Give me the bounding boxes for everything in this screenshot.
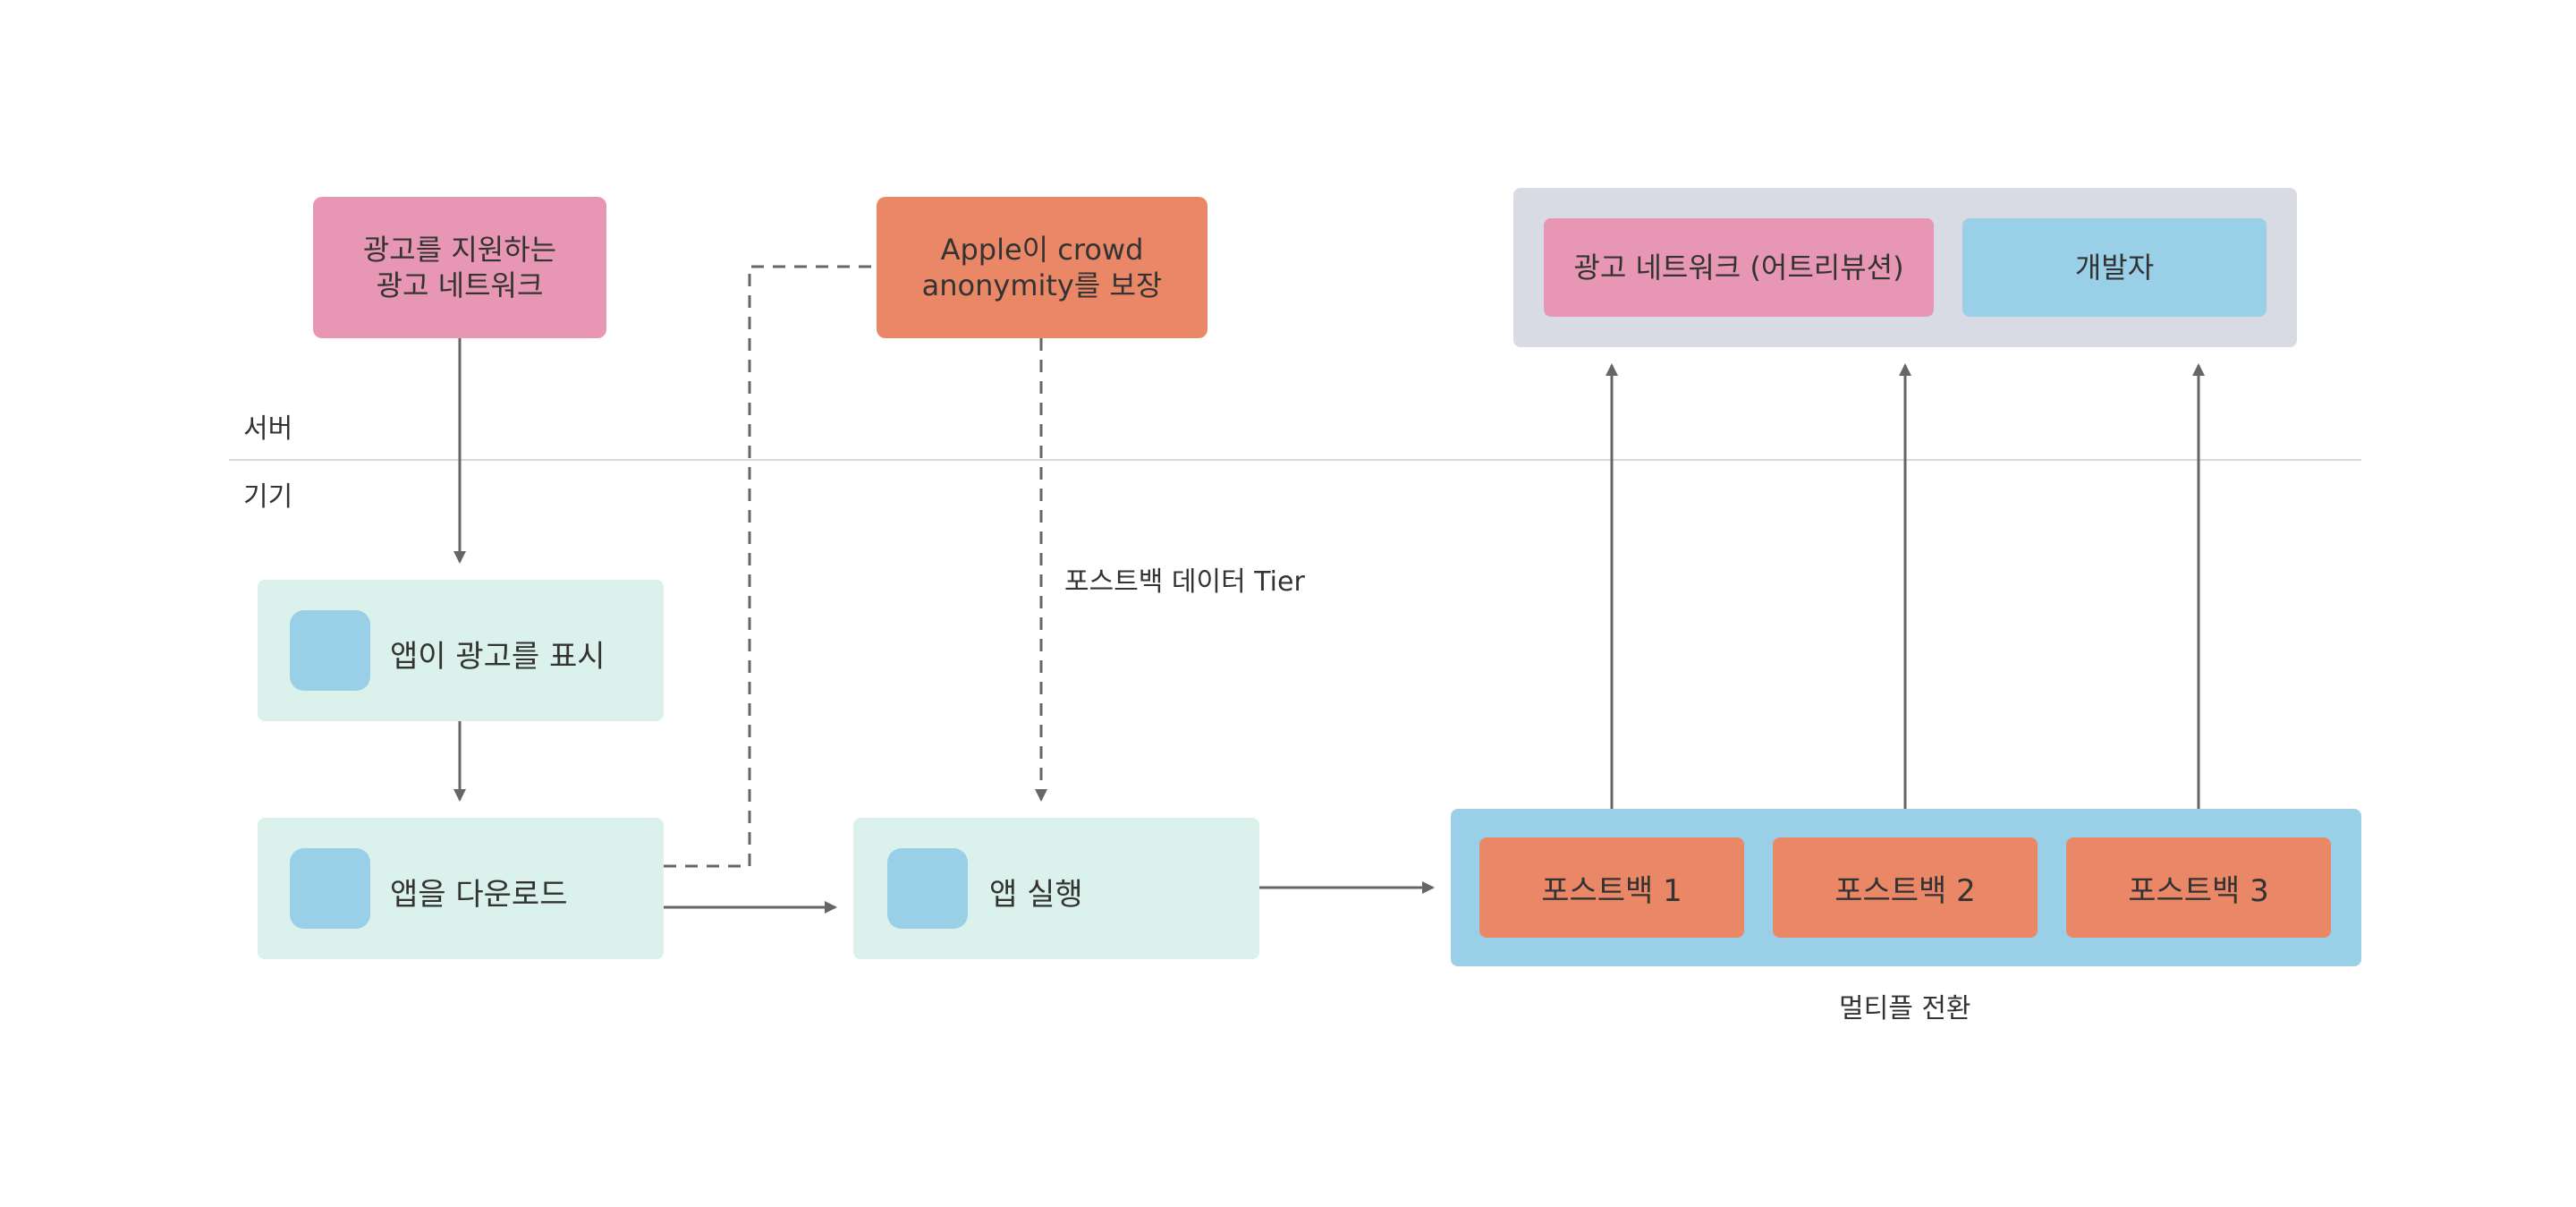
apple-line-2: anonymity를 보장 [921, 268, 1163, 302]
postback-3: 포스트백 3 [2066, 837, 2331, 938]
app-icon [290, 610, 370, 691]
ad-network-node: 광고를 지원하는 광고 네트워크 [313, 197, 606, 338]
app-shows-ad-node: 앱이 광고를 표시 [258, 580, 664, 721]
postback-1-label: 포스트백 1 [1541, 872, 1682, 909]
ad-network-text: 광고를 지원하는 광고 네트워크 [363, 232, 556, 303]
dashed-app-download-to-apple [664, 265, 877, 868]
postback-recipients-group: 광고 네트워크 (어트리뷰션) 개발자 [1513, 188, 2297, 347]
server-region-label: 서버 [243, 413, 293, 445]
ad-network-line-2: 광고 네트워크 [376, 268, 544, 302]
apple-line-1: Apple이 crowd [940, 233, 1144, 267]
postback-2: 포스트백 2 [1773, 837, 2038, 938]
apple-crowd-anonymity-text: Apple이 crowd anonymity를 보장 [922, 232, 1163, 303]
recipient-ad-network-label: 광고 네트워크 (어트리뷰션) [1573, 251, 1904, 285]
postback-1: 포스트백 1 [1479, 837, 1744, 938]
recipient-ad-network: 광고 네트워크 (어트리뷰션) [1544, 218, 1934, 317]
ad-network-line-1: 광고를 지원하는 [362, 233, 557, 267]
app-download-node: 앱을 다운로드 [258, 818, 664, 959]
app-download-label: 앱을 다운로드 [390, 877, 568, 913]
app-launch-label: 앱 실행 [989, 877, 1083, 913]
multiple-conversions-caption: 멀티플 전환 [1839, 993, 1971, 1024]
postback-2-label: 포스트백 2 [1835, 872, 1976, 909]
apple-crowd-anonymity-node: Apple이 crowd anonymity를 보장 [877, 197, 1208, 338]
app-shows-ad-label: 앱이 광고를 표시 [390, 639, 606, 675]
app-launch-node: 앱 실행 [853, 818, 1259, 959]
app-icon [887, 848, 968, 929]
device-region-label: 기기 [243, 481, 293, 513]
recipient-developer: 개발자 [1962, 218, 2267, 317]
postback-3-label: 포스트백 3 [2128, 872, 2269, 909]
recipient-developer-label: 개발자 [2074, 251, 2155, 285]
multiple-conversions-group: 포스트백 1 포스트백 2 포스트백 3 [1451, 809, 2361, 966]
app-icon [290, 848, 370, 929]
postback-tier-annotation: 포스트백 데이터 Tier [1064, 566, 1305, 598]
